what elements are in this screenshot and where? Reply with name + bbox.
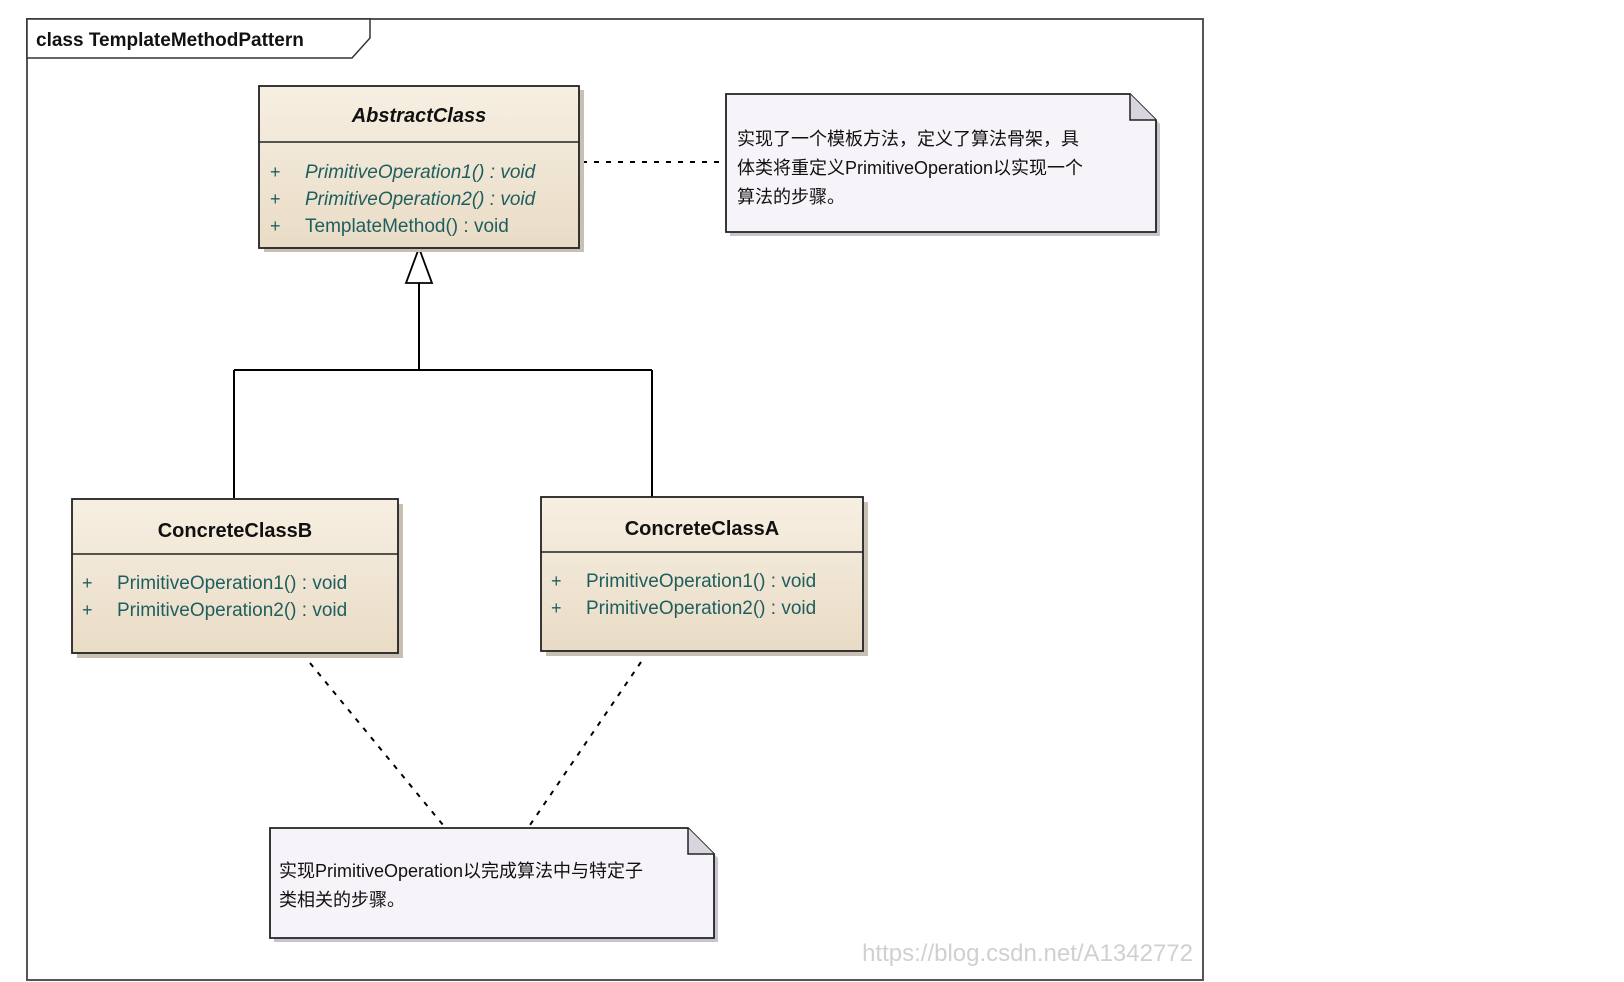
member-visibility: + <box>551 571 562 591</box>
note-concrete[interactable]: 实现PrimitiveOperation以完成算法中与特定子 类相关的步骤。 <box>269 827 718 942</box>
note-line: 算法的步骤。 <box>737 187 845 207</box>
class-name: ConcreteClassA <box>625 518 780 540</box>
member-signature: PrimitiveOperation2() : void <box>117 600 347 621</box>
note-abstract[interactable]: 实现了一个模板方法，定义了算法骨架，具 体类将重定义PrimitiveOpera… <box>725 93 1160 236</box>
member-visibility: + <box>82 600 93 620</box>
member-signature: TemplateMethod() : void <box>305 216 509 237</box>
member-list: + PrimitiveOperation1() : void + Primiti… <box>270 162 537 237</box>
inheritance-arrowhead <box>404 245 434 284</box>
generalization-connector <box>233 245 653 498</box>
class-name: AbstractClass <box>351 105 487 127</box>
member-signature: PrimitiveOperation2() : void <box>586 598 816 619</box>
member-visibility: + <box>270 216 281 236</box>
frame-label: class TemplateMethodPattern <box>36 30 304 51</box>
member-visibility: + <box>270 162 281 182</box>
note-line: 体类将重定义PrimitiveOperation以实现一个 <box>737 158 1083 178</box>
note-fold-corner <box>1129 94 1156 121</box>
member-visibility: + <box>82 573 93 593</box>
frame-label-tab <box>26 18 371 59</box>
member-list: + PrimitiveOperation1() : void + Primiti… <box>82 573 347 621</box>
note-fold-corner <box>687 828 714 855</box>
class-name: ConcreteClassB <box>158 520 313 542</box>
note-line: 实现PrimitiveOperation以完成算法中与特定子 <box>279 861 643 881</box>
watermark: https://blog.csdn.net/A1342772 <box>862 940 1193 967</box>
member-visibility: + <box>270 189 281 209</box>
note-line: 类相关的步骤。 <box>279 890 405 910</box>
note-links <box>309 161 726 826</box>
member-signature: PrimitiveOperation1() : void <box>117 573 347 594</box>
member-signature: PrimitiveOperation1() : void <box>305 162 537 183</box>
class-concrete-a[interactable]: ConcreteClassA + PrimitiveOperation1() :… <box>540 496 868 656</box>
concrete-a-note-link <box>529 661 642 826</box>
class-concrete-b[interactable]: ConcreteClassB + PrimitiveOperation1() :… <box>71 498 403 658</box>
member-visibility: + <box>551 598 562 618</box>
member-signature: PrimitiveOperation1() : void <box>586 571 816 592</box>
member-list: + PrimitiveOperation1() : void + Primiti… <box>551 571 816 619</box>
class-abstract[interactable]: AbstractClass + PrimitiveOperation1() : … <box>258 85 584 252</box>
member-signature: PrimitiveOperation2() : void <box>305 189 537 210</box>
note-line: 实现了一个模板方法，定义了算法骨架，具 <box>737 129 1079 149</box>
